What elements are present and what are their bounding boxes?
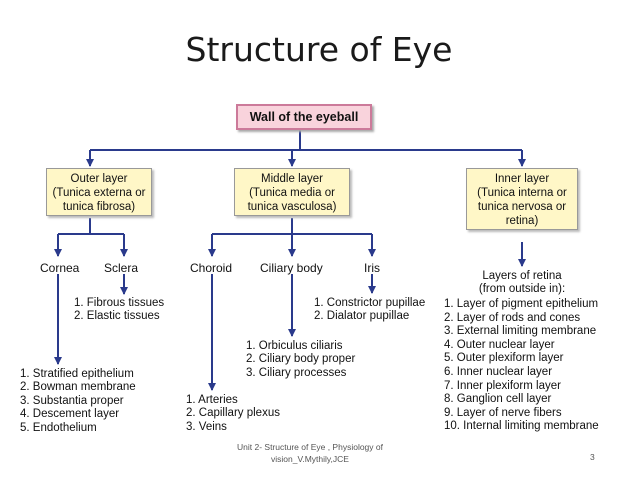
inner-layer-line-3: tunica nervosa or [477, 201, 567, 213]
retina-heading-line-2: (from outside in): [478, 283, 566, 296]
choroid-list: 1. Arteries 2. Capillary plexus 3. Veins [186, 394, 280, 434]
list-item: 2. Capillary plexus [186, 407, 280, 420]
list-item: 3. Ciliary processes [246, 366, 347, 379]
root-box: Wall of the eyeball [236, 104, 372, 130]
inner-layer-line-1: Inner layer [494, 173, 550, 185]
ciliary-body-list: 1. Orbiculus ciliaris 2. Ciliary body pr… [246, 340, 355, 380]
choroid-label: Choroid [190, 261, 233, 275]
middle-layer-line-1: Middle layer [261, 173, 323, 185]
footer-line-2: vision_V.Mythily,JCE [271, 454, 349, 464]
cornea-list: 1. Stratified epithelium 2. Bowman membr… [20, 368, 136, 435]
list-item: 1. Fibrous tissues [74, 297, 165, 309]
list-item: 8. Ganglion cell layer [444, 393, 552, 406]
list-item: 2. Elastic tissues [74, 310, 160, 323]
list-item: 2. Dialator pupillae [314, 310, 410, 323]
footer-line-1: Unit 2- Structure of Eye , Physiology of [237, 442, 383, 452]
list-item: 2. Layer of rods and cones [444, 311, 581, 324]
page-number: 3 [590, 452, 595, 462]
ciliary-body-label: Ciliary body [260, 261, 323, 275]
list-item: 3. Veins [186, 420, 227, 433]
list-item: 1. Orbiculus ciliaris [246, 340, 343, 352]
slide-footer: Unit 2- Structure of Eye , Physiology of… [200, 441, 420, 465]
list-item: 5. Endothelium [20, 421, 97, 434]
eye-wall-diagram: Wall of the eyeball Outer layer (Tunica … [0, 96, 638, 448]
list-item: 1. Arteries [186, 394, 238, 406]
list-item: 10. Internal limiting membrane [444, 420, 599, 433]
list-item: 9. Layer of nerve fibers [444, 406, 562, 419]
retina-layers-list: 1. Layer of pigment epithelium 2. Layer … [444, 298, 599, 434]
list-item: 7. Inner plexiform layer [444, 379, 561, 392]
inner-layer-line-4: retina) [505, 215, 539, 227]
sclera-label: Sclera [104, 261, 139, 275]
connector-lines [54, 130, 526, 391]
middle-layer-line-2: (Tunica media or [249, 187, 335, 199]
outer-layer-line-3: tunica fibrosa) [62, 201, 136, 213]
list-item: 3. External limiting membrane [444, 325, 597, 338]
inner-layer-line-2: (Tunica interna or [477, 187, 567, 199]
sclera-list: 1. Fibrous tissues 2. Elastic tissues [74, 297, 164, 324]
middle-layer-line-3: tunica vasculosa) [247, 201, 337, 213]
inner-layer-box: Inner layer (Tunica interna or tunica ne… [466, 168, 578, 230]
outer-layer-line-2: (Tunica externa or [52, 187, 146, 199]
list-item: 5. Outer plexiform layer [444, 352, 564, 365]
list-item: 4. Outer nuclear layer [444, 338, 555, 351]
retina-heading: Layers of retina (from outside in): [470, 270, 574, 297]
list-item: 6. Inner nuclear layer [444, 365, 553, 378]
list-item: 2. Bowman membrane [20, 381, 136, 394]
list-item: 2. Ciliary body proper [246, 353, 356, 366]
list-item: 1. Constrictor pupillae [314, 297, 426, 309]
retina-heading-line-1: Layers of retina [482, 270, 562, 282]
iris-list: 1. Constrictor pupillae 2. Dialator pupi… [314, 297, 425, 324]
cornea-label: Cornea [40, 261, 80, 275]
outer-layer-box: Outer layer (Tunica externa or tunica fi… [46, 168, 152, 216]
iris-label: Iris [364, 261, 380, 275]
slide-title: Structure of Eye [185, 30, 453, 69]
list-item: 3. Substantia proper [20, 394, 124, 407]
middle-layer-box: Middle layer (Tunica media or tunica vas… [234, 168, 350, 216]
list-item: 1. Layer of pigment epithelium [444, 298, 599, 310]
list-item: 1. Stratified epithelium [20, 368, 134, 380]
list-item: 4. Descement layer [20, 408, 120, 421]
outer-layer-line-1: Outer layer [70, 173, 128, 185]
